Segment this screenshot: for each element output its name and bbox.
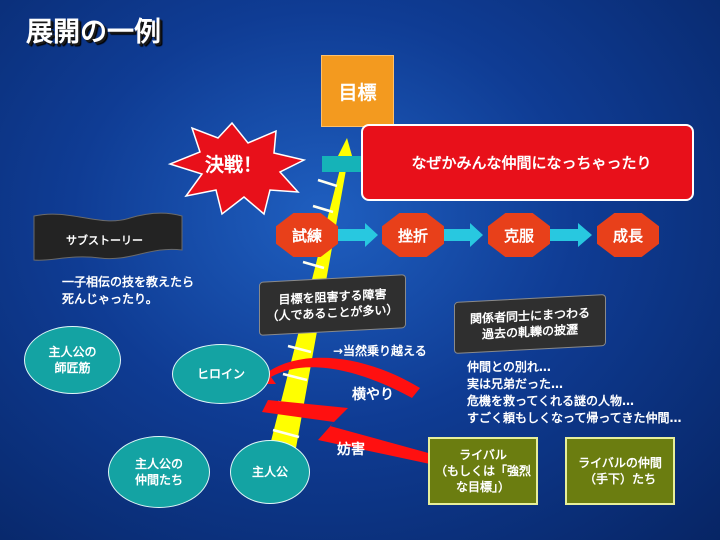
event-item: 実は兄弟だった…: [467, 377, 564, 391]
rival-ally-box: ライバルの仲間 （手下）たち: [565, 437, 675, 505]
companions-line: 仲間たち: [134, 473, 183, 487]
hero-node: 主人公: [230, 440, 310, 504]
event-list: 仲間との別れ… 実は兄弟だった… 危機を救ってくれる謎の人物… すごく頼もしくな…: [467, 359, 681, 427]
rival-box: ライバル （もしくは「強烈 な目標」）: [428, 437, 538, 505]
subplot-flag: [33, 212, 183, 261]
step-growth: 成長: [597, 213, 659, 257]
step-arrows: [338, 223, 592, 247]
heroine-node: ヒロイン: [172, 344, 270, 404]
showdown-label: 決戦！: [205, 154, 263, 176]
climax-box: なぜかみんな仲間になっちゃったり: [361, 124, 694, 201]
obstacle-box: 目標を阻害する障害 （人であることが多い）: [259, 274, 406, 336]
rival-ally-line: （手下）たち: [583, 472, 656, 486]
interference-label: 横やり: [352, 387, 394, 403]
obstruction-label: 妨害: [337, 442, 365, 458]
showdown-burst: [167, 121, 307, 216]
rival-line: な目標」）: [455, 480, 510, 494]
rival-line: （もしくは「強烈: [434, 464, 531, 478]
obstruction-bolt: [262, 400, 448, 474]
subplot-label: サブストーリー: [66, 234, 143, 247]
relations-box: 関係者同士にまつわる 過去の軋轢の披瀝: [454, 294, 606, 354]
page-title: 展開の一例: [26, 17, 161, 48]
overcome-note: →当然乗り越える: [333, 344, 427, 358]
mentor-line: 師匠筋: [54, 361, 91, 375]
mentor-node: 主人公の 師匠筋: [24, 326, 121, 394]
mentor-line: 主人公の: [48, 345, 97, 359]
companions-line: 主人公の: [134, 457, 183, 471]
event-item: 仲間との別れ…: [467, 360, 551, 374]
goal-box: 目標: [321, 55, 394, 127]
event-item: 危機を救ってくれる謎の人物…: [467, 394, 635, 408]
subplot-line: 死んじゃったり。: [62, 292, 158, 306]
step-trial: 試練: [276, 213, 338, 257]
climax-connector: [322, 156, 362, 172]
step-setback: 挫折: [382, 213, 444, 257]
rival-ally-line: ライバルの仲間: [578, 456, 662, 470]
subplot-text: 一子相伝の技を教えたら 死んじゃったり。: [62, 274, 194, 308]
event-item: すごく頼もしくなって帰ってきた仲間…: [467, 411, 682, 425]
companions-node: 主人公の 仲間たち: [108, 436, 210, 508]
interference-arrow: [252, 357, 420, 398]
step-overcome: 克服: [488, 213, 550, 257]
rival-line: ライバル: [459, 448, 507, 462]
subplot-line: 一子相伝の技を教えたら: [62, 275, 195, 289]
